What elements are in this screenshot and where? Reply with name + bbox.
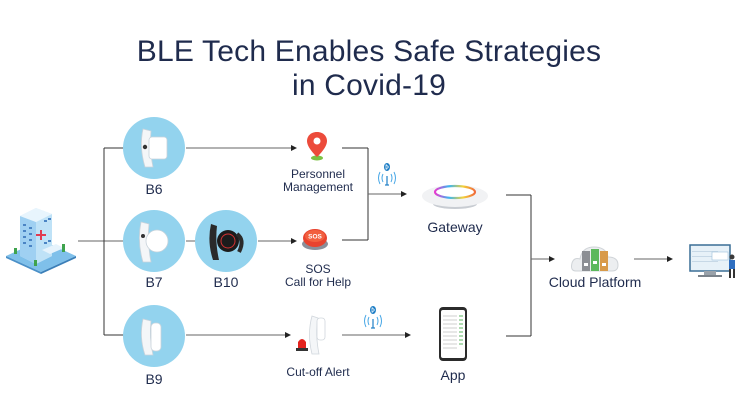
device-b10-circle[interactable] xyxy=(195,210,257,272)
device-b7-circle[interactable] xyxy=(123,210,185,272)
bluetooth-signal-icon xyxy=(362,305,384,331)
smartphone-app-icon[interactable] xyxy=(438,306,468,362)
diagram-title-line-2: in Covid-19 xyxy=(292,69,446,102)
wristband-icon xyxy=(141,128,168,168)
slim-wristband-icon xyxy=(141,318,162,356)
device-b10-label: B10 xyxy=(213,274,239,290)
round-wristband-icon xyxy=(139,221,169,263)
diagram-title-line-1: BLE Tech Enables Safe Strategies xyxy=(136,35,602,68)
function-personnel-label-1: Personnel xyxy=(290,167,346,181)
monitor-user-icon xyxy=(688,243,738,279)
svg-text:SOS: SOS xyxy=(308,234,322,241)
gateway-icon[interactable] xyxy=(420,176,490,216)
hospital-building-icon xyxy=(4,206,78,274)
app-label: App xyxy=(440,367,466,383)
function-cutoff-label: Cut-off Alert xyxy=(286,365,350,379)
sos-button-icon: SOS xyxy=(300,226,330,252)
device-b6-label: B6 xyxy=(145,181,163,197)
device-b9-circle[interactable] xyxy=(123,305,185,367)
black-watch-icon xyxy=(209,224,244,260)
gateway-label: Gateway xyxy=(427,219,483,235)
function-personnel-label-2: Management xyxy=(282,180,354,194)
alarm-wristband-icon xyxy=(292,314,336,358)
device-b7-label: B7 xyxy=(145,274,163,290)
cloud-server-icon[interactable] xyxy=(570,243,620,273)
device-b6-circle[interactable] xyxy=(123,117,185,179)
function-sos-label-1: SOS xyxy=(305,262,331,276)
cloud-platform-label: Cloud Platform xyxy=(548,274,642,290)
function-sos-label-2: Call for Help xyxy=(284,275,352,289)
device-b9-label: B9 xyxy=(145,371,163,387)
bluetooth-signal-icon xyxy=(376,162,398,188)
location-pin-icon xyxy=(304,130,330,162)
